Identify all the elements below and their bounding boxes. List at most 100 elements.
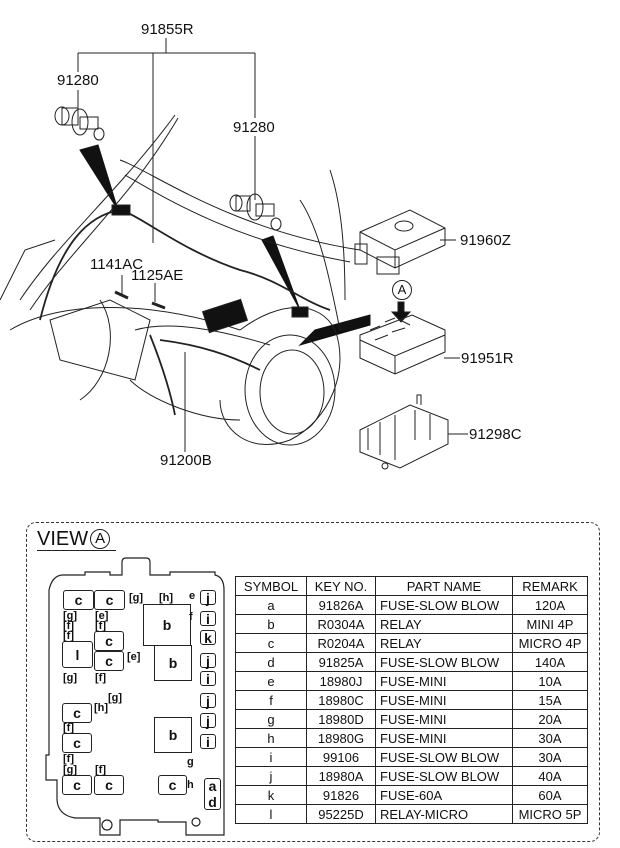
fuse-j: j [200,693,216,709]
callout-1125AE: 1125AE [131,267,184,284]
relay-c: c [158,775,187,795]
cell-part-name: FUSE-MINI [375,671,513,691]
relay-b: b [154,717,192,753]
cell-part-name: FUSE-MINI [375,709,513,729]
fuse-i: i [200,734,216,750]
cell-key-no: R0204A [306,633,376,653]
mini-fuse-h: h [162,592,170,604]
mini-fuse-f: f [66,630,71,642]
cell-symbol: j [235,766,307,786]
mini-fuse-f: f [66,753,71,765]
cell-key-no: 18980C [306,690,376,710]
cell-key-no: R0304A [306,614,376,634]
relay-c: c [62,775,92,795]
cell-key-no: 99106 [306,747,376,767]
cell-part-name: FUSE-SLOW BLOW [375,766,513,786]
fuse-j: j [200,590,216,606]
cell-remark: 30A [512,728,588,748]
cell-remark: MINI 4P [512,614,588,634]
bracket-drawing [359,394,449,470]
cell-symbol: k [235,785,307,805]
callout-91298C: 91298C [469,426,522,443]
cell-part-name: FUSE-SLOW BLOW [375,652,513,672]
fuse-i: i [200,611,216,627]
cell-part-name: RELAY-MICRO [375,804,513,824]
cover-drawing [354,209,446,275]
mini-fuse-g: g [132,592,140,604]
mini-fuse-g: g [66,610,74,622]
fuse-a-label: a [208,778,217,794]
fuse-d-label: d [208,794,217,810]
relay-b: b [154,645,192,681]
cell-symbol: h [235,728,307,748]
mini-fuse-e: e [130,651,137,663]
callout-91280-right: 91280 [233,119,275,136]
relay-b: b [143,604,191,646]
relay-c: c [94,775,124,795]
mini-fuse-f: f [98,620,103,632]
cell-part-name: FUSE-MINI [375,728,513,748]
header-key-no: KEY NO. [306,576,376,596]
relay-l: l [62,641,93,668]
cell-part-name: FUSE-MINI [375,690,513,710]
cell-key-no: 18980J [306,671,376,691]
view-a-marker: A [392,280,412,300]
callout-91855R: 91855R [141,21,194,38]
cell-remark: 40A [512,766,588,786]
view-a-frame [26,522,600,842]
cell-remark: 140A [512,652,588,672]
relay-c: c [94,590,125,610]
relay-c: c [94,651,124,671]
fuse-i: i [200,671,216,687]
cell-key-no: 18980A [306,766,376,786]
cell-symbol: g [235,709,307,729]
mini-fuse-e: e [189,590,196,602]
mini-fuse-h: h [187,779,194,791]
cell-key-no: 91826 [306,785,376,805]
cell-key-no: 91826A [306,595,376,615]
header-remark: REMARK [512,576,588,596]
cell-key-no: 18980D [306,709,376,729]
mini-fuse-e: e [98,610,105,622]
cell-symbol: l [235,804,307,824]
header-symbol: SYMBOL [235,576,307,596]
callout-91280-left: 91280 [57,72,99,89]
cell-remark: MICRO 4P [512,633,588,653]
mini-fuse-g: g [66,764,74,776]
cell-symbol: c [235,633,307,653]
relay-c: c [94,631,124,651]
cell-symbol: e [235,671,307,691]
mini-fuse-f: f [189,611,193,623]
mini-fuse-f: f [98,672,103,684]
cell-remark: 10A [512,671,588,691]
cell-remark: 30A [512,747,588,767]
relay-c: c [63,590,94,610]
cell-symbol: b [235,614,307,634]
fuse-a-d: a d [204,778,221,810]
callout-91951R: 91951R [461,350,514,367]
cell-part-name: RELAY [375,633,513,653]
junction-block-drawing [359,314,446,375]
grommet-left-drawing [54,106,105,141]
cell-key-no: 91825A [306,652,376,672]
callout-91960Z: 91960Z [460,232,511,249]
fuse-j: j [200,713,216,729]
view-marker-circle: A [90,529,111,549]
relay-c: c [62,733,92,753]
leader-lines [77,38,468,452]
mini-fuse-f: f [66,722,71,734]
cell-remark: 60A [512,785,588,805]
cell-part-name: RELAY [375,614,513,634]
cell-remark: 20A [512,709,588,729]
cell-part-name: FUSE-SLOW BLOW [375,747,513,767]
cell-remark: 15A [512,690,588,710]
mini-fuse-g: g [66,672,74,684]
